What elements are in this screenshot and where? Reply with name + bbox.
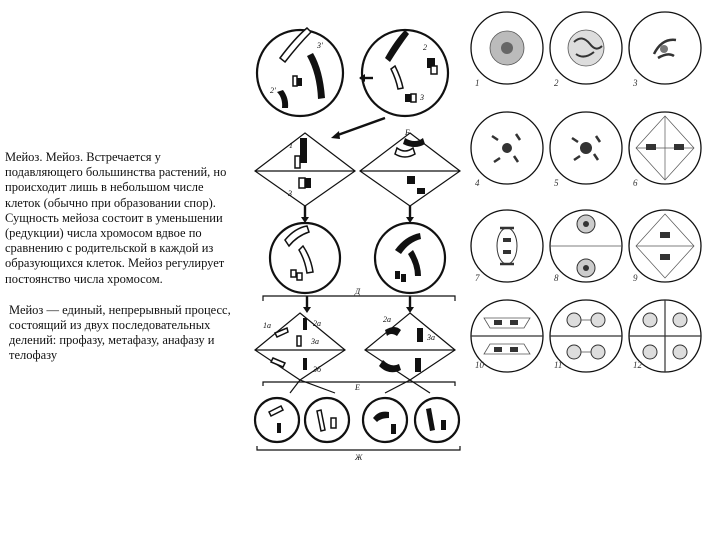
chromosome-label: 3 — [419, 93, 424, 102]
chromosome-label: 1 — [289, 141, 293, 150]
anaphase-two-right: 2а 3а — [363, 312, 457, 381]
stage-label: Е — [354, 383, 360, 392]
stage-cell-5: 5 — [549, 111, 623, 188]
cell-number: 1 — [475, 78, 480, 88]
cell-number: 5 — [554, 178, 559, 188]
stage-cell-4: 4 — [470, 111, 544, 188]
stage-cell-1: 1 — [470, 11, 544, 88]
tetrad-cells — [253, 396, 461, 444]
cell-number: 4 — [475, 178, 480, 188]
anaphase-two-left: 1а 2а 3а 3б — [253, 312, 347, 381]
stage-cell-12: 12 — [628, 299, 702, 373]
chromosome-label: 2а — [313, 319, 321, 328]
chromosome-label: 3 — [287, 189, 292, 198]
cell-V-left — [268, 221, 342, 295]
chromosome-label: 2а — [383, 315, 391, 324]
chromosome-label: 2' — [270, 86, 276, 95]
chromosome-label: 3' — [316, 41, 323, 50]
metaphase-diamond-right: Б — [358, 128, 462, 207]
stage-cell-2: 2 — [549, 11, 623, 88]
paragraph-meiosis-definition: Мейоз. Мейоз. Встречается у подавляющего… — [5, 150, 227, 286]
chromosome-label: 3а — [426, 333, 435, 342]
stage-cell-10: 10 — [470, 299, 544, 373]
cell-number: 6 — [633, 178, 638, 188]
cell-number: 10 — [475, 360, 485, 370]
cell-number: 9 — [633, 273, 638, 283]
chromosome-label: 3б — [312, 365, 322, 374]
stage-cell-9: 9 — [628, 209, 702, 283]
cell-A: 3' 2' — [255, 26, 345, 118]
cell-number: 12 — [633, 360, 643, 370]
cell-B: 2 3 — [360, 28, 450, 118]
stage-cell-11: 11 — [549, 299, 623, 373]
chromosome-label: 3а — [310, 337, 319, 346]
metaphase-diamond-left: 1 3 — [253, 132, 357, 207]
cell-number: 8 — [554, 273, 559, 283]
chromosome-label: 1а — [263, 321, 271, 330]
stage-cell-6: 6 — [628, 111, 702, 188]
paragraph-meiosis-phases: Мейоз — единый, непрерывный процесс, сос… — [9, 302, 231, 363]
cell-number: 3 — [632, 78, 638, 88]
chromosome-label: 2 — [423, 43, 427, 52]
stage-cell-7: 7 — [470, 209, 544, 283]
cell-number: 7 — [475, 273, 480, 283]
stage-cell-8: 8 — [549, 209, 623, 283]
cell-number: 2 — [554, 78, 559, 88]
stage-label: Ж — [354, 453, 363, 462]
cell-V-right — [373, 221, 447, 295]
stage-label: Б — [404, 128, 410, 137]
mitosis-stages-grid: 1 2 3 4 5 6 — [470, 11, 702, 373]
description-text: Мейоз. Мейоз. Встречается у подавляющего… — [5, 150, 260, 400]
meiosis-scheme-diagram: 3' 2' 2 3 1 3 Б — [253, 26, 462, 462]
stage-cell-3: 3 — [628, 11, 702, 88]
cell-number: 11 — [554, 360, 562, 370]
stage-label: Д — [354, 287, 361, 296]
